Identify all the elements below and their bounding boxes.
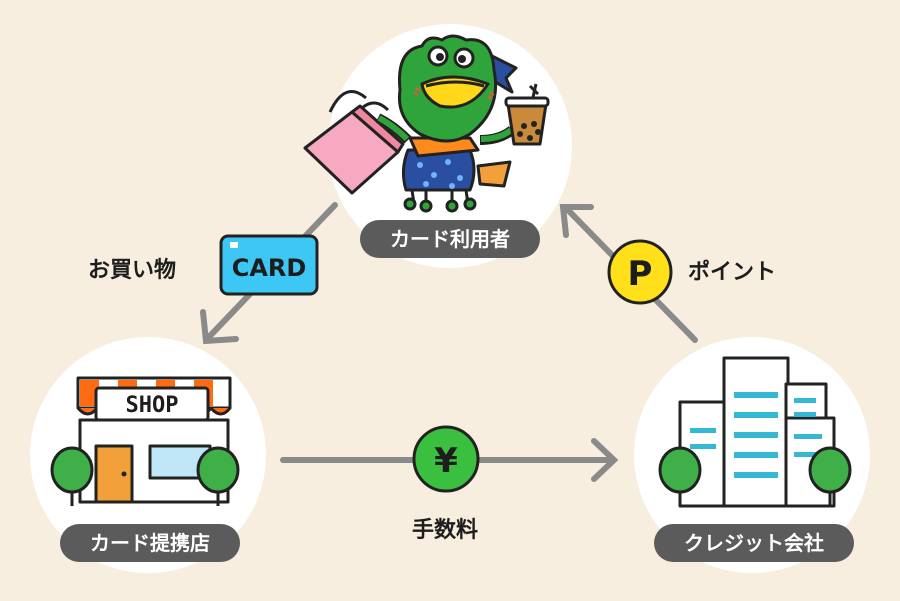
shop-building-icon: SHOP: [76, 376, 232, 504]
office-buildings-icon: [678, 356, 836, 508]
point-badge-text: P: [628, 254, 653, 294]
point-coin-icon: P: [607, 239, 673, 305]
card-badge-text: CARD: [232, 254, 307, 282]
shopping-bag-icon: [303, 90, 405, 195]
shop-sign-text: SHOP: [126, 393, 179, 418]
frog-character-icon: [375, 34, 518, 213]
shop-node-label: カード提携店: [60, 524, 240, 562]
shopping-edge-label: お買い物: [88, 258, 177, 283]
bubble-tea-icon: [504, 83, 550, 146]
yen-coin-icon: ¥: [412, 425, 480, 493]
fee-edge-label: 手数料: [412, 518, 479, 543]
company-node-label: クレジット会社: [654, 524, 854, 562]
user-node-label: カード利用者: [360, 220, 540, 258]
points-edge-label: ポイント: [688, 260, 777, 285]
company-tree-icons: [658, 446, 852, 506]
card-icon: CARD: [219, 234, 319, 296]
yen-badge-text: ¥: [434, 441, 458, 481]
shop-tree-icons: [50, 446, 240, 506]
